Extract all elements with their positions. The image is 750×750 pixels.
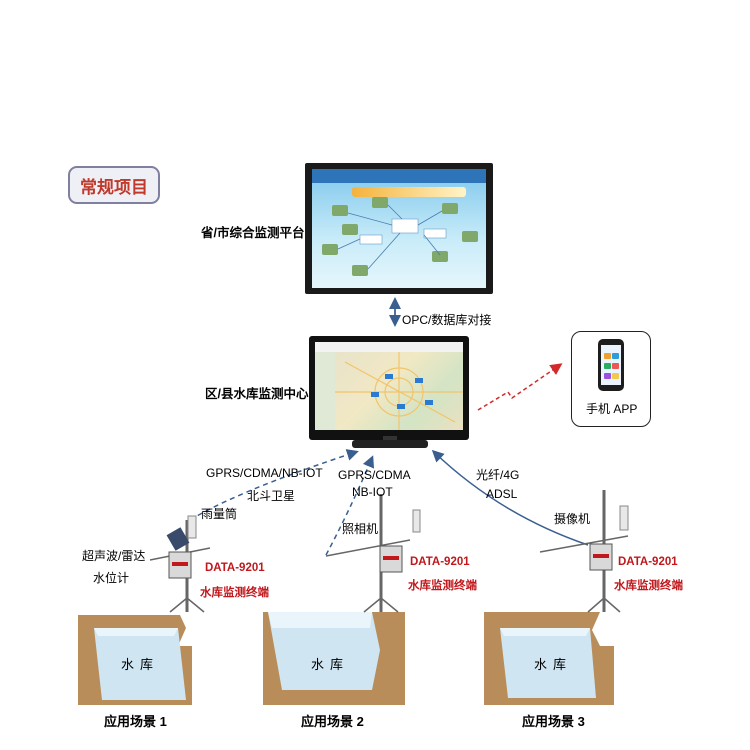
comm-right-2: ADSL [486, 487, 518, 501]
project-badge-label: 常规项目 [80, 177, 148, 197]
video-camera-device [619, 505, 629, 531]
solar-panel [166, 527, 190, 551]
comm-mid-2: NB-IOT [352, 485, 393, 499]
scene3-camera-label: 摄像机 [554, 512, 591, 526]
scene1-level-label-1: 超声波/雷达 [82, 549, 146, 563]
center-label: 区/县水库监测中心 [205, 387, 309, 401]
scene2-title: 应用场景 2 [301, 714, 364, 729]
scene1-level-label-2: 水位计 [93, 571, 130, 585]
scene2-terminal-label: 水库监测终端 [408, 580, 477, 592]
scene3-reservoir-label: 水库 [534, 657, 573, 672]
scene3-terminal-label: 水库监测终端 [614, 580, 683, 592]
monitor-neck [383, 436, 397, 442]
scene3-link-arrow [431, 449, 589, 546]
scene2-reservoir-graphic [263, 612, 405, 705]
scene2-model: DATA-9201 [410, 556, 470, 568]
map-graphic [335, 352, 463, 430]
scene1-reservoir-graphic [78, 615, 192, 705]
scene1-terminal-label: 水库监测终端 [200, 587, 269, 599]
comm-mid-1: GPRS/CDMA [338, 468, 411, 482]
scene1-rain-gauge-label: 雨量筒 [201, 507, 238, 521]
rain-gauge-device [187, 515, 197, 539]
platform-label: 省/市综合监测平台 [201, 226, 305, 240]
comm-left-2: 北斗卫星 [247, 489, 296, 503]
scene1-model: DATA-9201 [205, 562, 265, 574]
platform-screen-title [352, 187, 466, 197]
platform-screen [305, 163, 493, 294]
comm-left-1: GPRS/CDMA/NB-IOT [206, 466, 323, 480]
scene1-reservoir-label: 水库 [121, 657, 160, 672]
phone-icon [598, 339, 624, 391]
platform-dashboard-graphic [322, 197, 478, 276]
scene3-reservoir-graphic [484, 612, 614, 705]
scene1-link-arrow [189, 449, 359, 521]
scene1-title: 应用场景 1 [104, 714, 167, 729]
scene3-model: DATA-9201 [618, 556, 678, 568]
center-monitor [309, 336, 469, 440]
scene2-camera-label: 照相机 [342, 522, 379, 536]
scene2-link-arrow [325, 455, 375, 556]
scene3-station-graphic [539, 490, 629, 613]
camera-device [412, 509, 421, 533]
monitor-stand [352, 440, 428, 448]
scene2-reservoir-label: 水库 [311, 657, 350, 672]
app-link-arrow [477, 363, 563, 411]
project-badge: 常规项目 [68, 166, 160, 204]
comm-right-1: 光纤/4G [476, 468, 520, 482]
mobile-app-label: 手机 APP [586, 402, 638, 416]
scene3-title: 应用场景 3 [522, 714, 585, 729]
opc-link-label: OPC/数据库对接 [402, 313, 492, 327]
